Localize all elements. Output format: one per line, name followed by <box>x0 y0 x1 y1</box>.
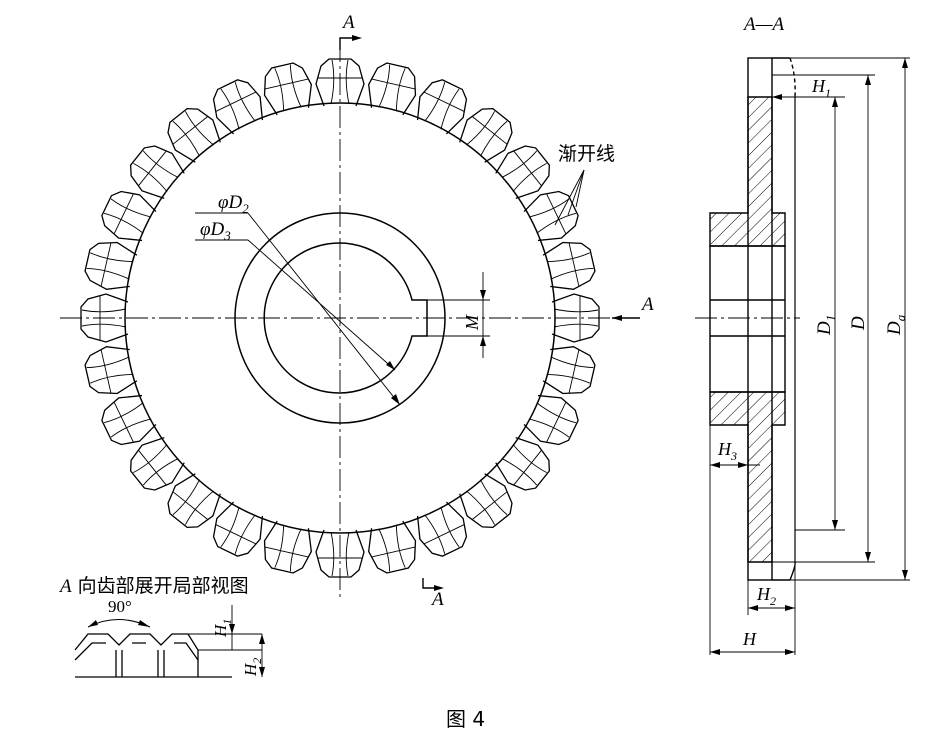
d2-arrow <box>391 394 400 405</box>
angle-arc-arrow-right <box>138 620 150 627</box>
d-arrow-top <box>865 75 871 85</box>
m-label: M <box>462 314 482 331</box>
d3-arrow <box>386 361 395 370</box>
gear-tooth <box>416 79 468 135</box>
h3-arrow-right <box>738 462 748 468</box>
h2-arrow-right <box>785 605 795 611</box>
da-arrow-top <box>902 58 908 68</box>
d2-leader <box>247 212 401 406</box>
section-mark-bottom-arrow <box>434 585 444 591</box>
angle-label: 90° <box>108 597 132 616</box>
gear-tooth <box>523 394 579 446</box>
involute-label: 渐开线 <box>558 143 615 165</box>
section-mark-top-arrow <box>352 35 362 41</box>
h2-label: H2 <box>756 584 776 608</box>
involute-leader-2 <box>567 169 585 216</box>
gear-tooth <box>459 107 513 163</box>
tooth-strip <box>747 57 773 581</box>
section-title: A—A <box>742 14 785 35</box>
detail-h2-arrow-bottom <box>259 667 265 677</box>
detail-inner-profile <box>74 642 199 661</box>
h-arrow-right <box>785 649 795 655</box>
h1-arrow <box>772 94 782 100</box>
d3-leader <box>247 239 396 371</box>
gear-tooth <box>101 394 157 446</box>
gear-tooth <box>167 107 221 163</box>
section-arrows <box>710 58 908 655</box>
tooth-bottom-curve <box>789 561 796 581</box>
h2-arrow-left <box>748 605 758 611</box>
h1-label: H1 <box>811 76 831 100</box>
gear-tooth <box>523 190 579 242</box>
detail-h2-label: H2 <box>241 658 264 677</box>
da-label: Da <box>884 314 908 336</box>
figure-caption: 图 4 <box>446 707 485 731</box>
gear-tooth <box>212 501 264 557</box>
gear-tooth <box>263 520 312 574</box>
section-mark-top <box>339 37 356 50</box>
h-arrow-left <box>710 649 720 655</box>
detail-h1-label: H1 <box>211 619 234 638</box>
gear-tooth <box>368 520 417 574</box>
gear-teeth <box>80 58 600 578</box>
gear-tooth <box>263 62 312 116</box>
h-label: H <box>742 629 757 649</box>
gear-tooth <box>212 79 264 135</box>
gear-tooth <box>101 190 157 242</box>
gear-tooth <box>542 346 596 395</box>
d3-label: φD3 <box>200 219 231 243</box>
d1-arrow-top <box>832 97 838 107</box>
gear-tooth <box>129 145 185 199</box>
section-label-bottom: A <box>430 589 444 610</box>
m-arrow-top <box>480 290 486 300</box>
section-label-top: A <box>341 12 355 33</box>
section-dimensions <box>709 57 910 655</box>
detail-profile <box>74 633 199 677</box>
h3-label: H3 <box>717 439 737 463</box>
d1-label: D1 <box>814 315 838 336</box>
section-view <box>695 57 800 581</box>
section-label-right: A <box>640 294 654 315</box>
da-arrow-bottom <box>902 570 908 580</box>
d-arrow-bottom <box>865 552 871 562</box>
angle-arc-arrow-left <box>88 620 98 627</box>
gear-tooth <box>368 62 417 116</box>
gear-tooth <box>84 346 138 395</box>
involute-leader-3 <box>575 169 585 208</box>
gear-tooth <box>542 241 596 290</box>
detail-h2-arrow-top <box>259 634 265 644</box>
section-mark-bottom <box>422 578 438 589</box>
front-view <box>60 35 640 598</box>
m-arrow-bottom <box>480 336 486 346</box>
d-label: D <box>848 316 869 331</box>
gear-tooth <box>84 241 138 290</box>
involute-leader-1 <box>554 169 585 226</box>
gear-tooth <box>129 437 185 491</box>
gear-tooth <box>495 145 551 199</box>
detail-arrows <box>229 624 265 677</box>
gear-tooth <box>167 473 221 529</box>
tooth-top-curve <box>789 57 796 98</box>
detail-h1-arrow <box>229 624 235 634</box>
gear-tooth <box>495 437 551 491</box>
detail-view <box>74 605 263 678</box>
bore-with-keyway <box>263 242 428 394</box>
d2-label: φD2 <box>218 192 249 216</box>
d1-arrow-bottom <box>832 520 838 530</box>
gear-tooth <box>416 501 468 557</box>
section-mark-right-arrow <box>612 315 622 321</box>
h3-arrow-left <box>710 462 720 468</box>
gear-tooth <box>459 473 513 529</box>
